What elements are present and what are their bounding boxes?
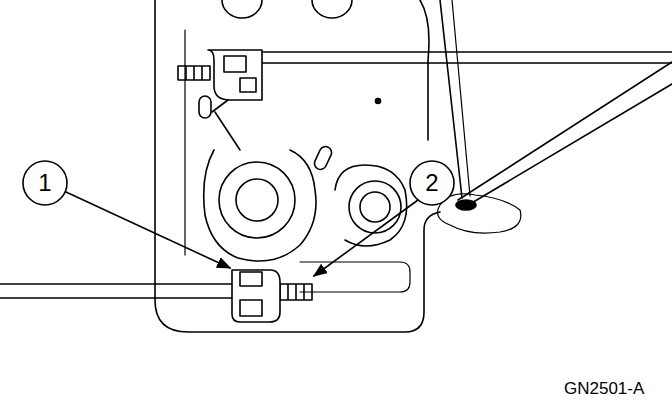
figure-id: GN2501-A [564,380,644,397]
slot [312,145,333,172]
grommet [438,194,521,233]
slot [199,96,211,118]
rod [452,0,470,196]
panel-outline [155,0,440,332]
leader-line [66,192,230,268]
tube [458,62,672,200]
boss-hole [360,192,390,222]
tube [470,84,672,204]
top-hole [312,0,352,18]
dot [376,99,381,104]
panel-edge [420,0,429,140]
boss [349,181,401,233]
connector-clip [240,78,256,92]
grommet-hole [456,200,476,210]
fuel-tube [0,284,232,298]
callout-circle [410,161,454,205]
connector-clip [240,272,262,286]
boss-bracket [204,150,316,261]
callout-number: 1 [23,161,67,205]
leader-line [314,200,418,276]
callout-number: 2 [410,161,454,205]
connector-clip [240,300,262,316]
bracket-arm [215,112,240,150]
plate-slot [300,262,410,292]
connector-clip [224,56,246,72]
boss-hole [236,179,278,221]
plate-line [184,30,185,255]
top-hole [222,0,262,18]
barb-fitting [280,284,312,300]
barb-fitting [178,66,210,80]
connector-tab [212,100,228,112]
quick-connector [208,50,262,100]
callout-circle [23,161,67,205]
quick-connector [232,270,280,322]
fuel-tube [262,52,672,63]
boss [219,162,295,238]
